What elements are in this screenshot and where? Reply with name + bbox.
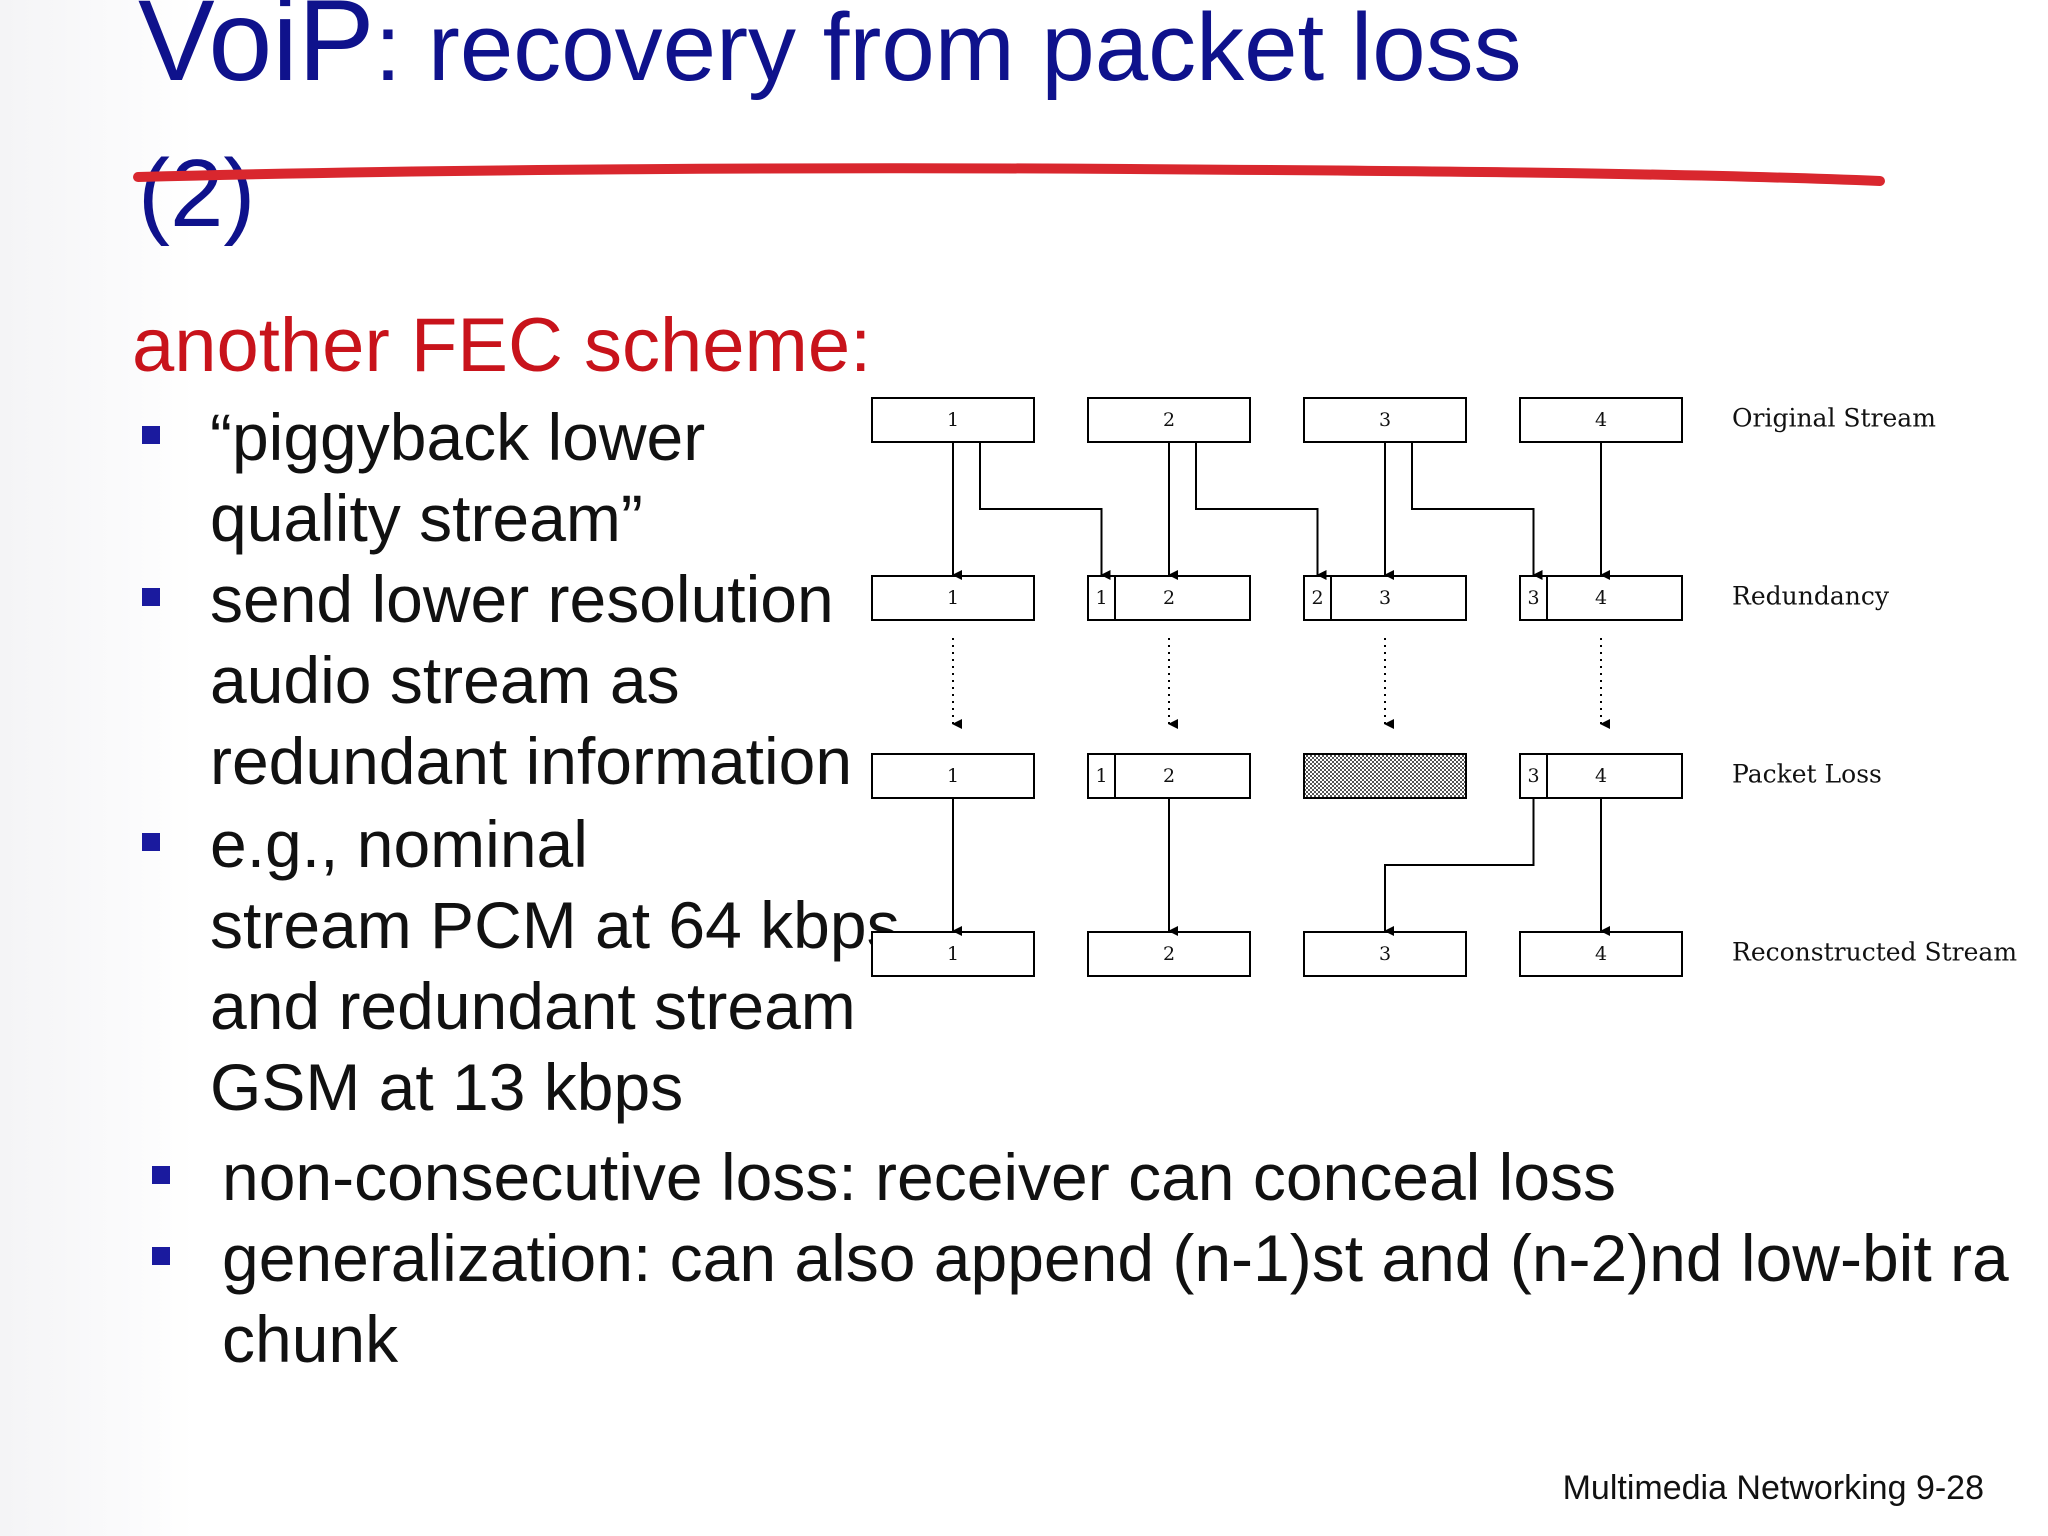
title-text: : recovery from packet loss xyxy=(374,0,1522,101)
original-packet-label: 2 xyxy=(1163,409,1175,431)
original-packet xyxy=(871,397,1035,443)
reconstructed-packet xyxy=(871,931,1035,977)
slide-title: VoiP: recovery from packet loss (2) xyxy=(138,0,1522,247)
bullet-send-lower-resolution: send lower resolution audio stream as re… xyxy=(142,559,853,802)
slide-background-shade xyxy=(0,0,195,1536)
redundancy-packet xyxy=(871,575,1035,621)
redundant-chunk-label: 1 xyxy=(1095,587,1107,609)
arrow-recover-lost-packet xyxy=(1384,798,1535,936)
lost-packet xyxy=(1303,753,1467,799)
title-part-number: (2) xyxy=(138,140,256,247)
bullet-line: non-consecutive loss: receiver can conce… xyxy=(222,1140,1617,1214)
bullet-piggyback: “piggyback lower quality stream” xyxy=(142,397,706,559)
received-redundant-label: 3 xyxy=(1527,765,1539,787)
bullet-example: e.g., nominal stream PCM at 64 kbps and … xyxy=(142,804,900,1128)
received-packet-label: 2 xyxy=(1163,765,1175,787)
reconstructed-packet xyxy=(1519,931,1683,977)
original-packet-label: 1 xyxy=(947,409,959,431)
row-label: Reconstructed Stream xyxy=(1732,938,2017,967)
reconstructed-packet-label: 1 xyxy=(947,943,959,965)
row-label: Redundancy xyxy=(1732,582,1890,611)
reconstructed-packet-label: 2 xyxy=(1163,943,1175,965)
bullet-marker xyxy=(142,833,160,851)
reconstructed-packet xyxy=(1303,931,1467,977)
redundancy-packet-label: 4 xyxy=(1595,587,1607,609)
bullet-marker xyxy=(142,426,160,444)
bullet-line: audio stream as xyxy=(210,643,680,717)
original-packet-label: 4 xyxy=(1595,409,1607,431)
arrow-piggyback xyxy=(1195,442,1327,580)
reconstructed-packet-label: 3 xyxy=(1379,943,1391,965)
row-label: Original Stream xyxy=(1732,404,1936,433)
bullet-non-consecutive-loss: non-consecutive loss: receiver can conce… xyxy=(152,1137,1617,1218)
received-packet-label: 4 xyxy=(1595,765,1607,787)
arrow-piggyback xyxy=(979,442,1111,580)
slide-footer: Multimedia Networking 9-28 xyxy=(1562,1469,1984,1507)
bullet-line: stream PCM at 64 kbps xyxy=(210,888,900,962)
bullet-line: quality stream” xyxy=(210,481,643,555)
bullet-line: “piggyback lower xyxy=(210,400,706,474)
bullet-marker xyxy=(142,588,160,606)
received-redundant-label: 1 xyxy=(1095,765,1107,787)
redundancy-packet-label: 1 xyxy=(947,587,959,609)
received-packet-label: 1 xyxy=(947,765,959,787)
bullet-line: and redundant stream xyxy=(210,969,856,1043)
original-packet xyxy=(1087,397,1251,443)
row-label: Packet Loss xyxy=(1732,760,1882,789)
bullet-line: chunk xyxy=(222,1302,399,1376)
title-voip: VoiP xyxy=(138,0,375,105)
redundant-chunk-label: 2 xyxy=(1311,587,1323,609)
redundancy-packet-label: 3 xyxy=(1379,587,1391,609)
reconstructed-packet xyxy=(1087,931,1251,977)
bullet-marker xyxy=(152,1247,170,1265)
bullet-line: e.g., nominal xyxy=(210,807,588,881)
bullet-line: GSM at 13 kbps xyxy=(210,1050,684,1124)
bullet-line: send lower resolution xyxy=(210,562,834,636)
section-subheading: another FEC scheme: xyxy=(132,303,872,388)
reconstructed-packet-label: 4 xyxy=(1595,943,1607,965)
title-underline-stroke xyxy=(133,163,1885,186)
bullet-line: generalization: can also append (n-1)st … xyxy=(222,1221,2009,1295)
bullet-generalization: generalization: can also append (n-1)st … xyxy=(152,1218,2009,1380)
redundant-chunk-label: 3 xyxy=(1527,587,1539,609)
redundancy-packet-label: 2 xyxy=(1163,587,1175,609)
original-packet xyxy=(1519,397,1683,443)
bullet-marker xyxy=(152,1166,170,1184)
bullet-line: redundant information xyxy=(210,724,853,798)
original-packet-label: 3 xyxy=(1379,409,1391,431)
arrow-piggyback xyxy=(1411,442,1543,580)
